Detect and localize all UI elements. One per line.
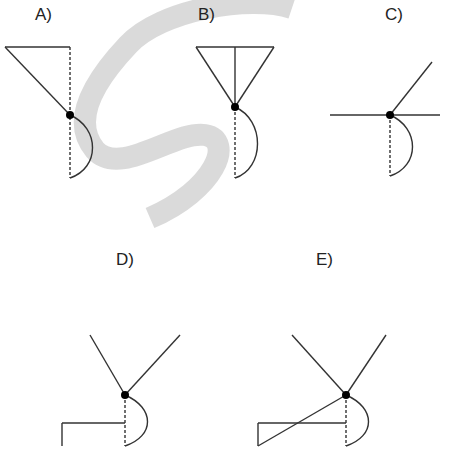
option-letter: D) <box>116 250 134 270</box>
option-letter: A) <box>35 5 52 25</box>
option-letter: C) <box>385 5 403 25</box>
figure-c <box>330 62 440 176</box>
option-letter: B) <box>198 5 215 25</box>
figure-e <box>258 335 386 446</box>
option-letter: E) <box>316 250 333 270</box>
figure-d <box>62 335 180 446</box>
figure-b <box>196 47 274 178</box>
figure-a <box>5 47 93 178</box>
watermark-band <box>85 3 292 218</box>
